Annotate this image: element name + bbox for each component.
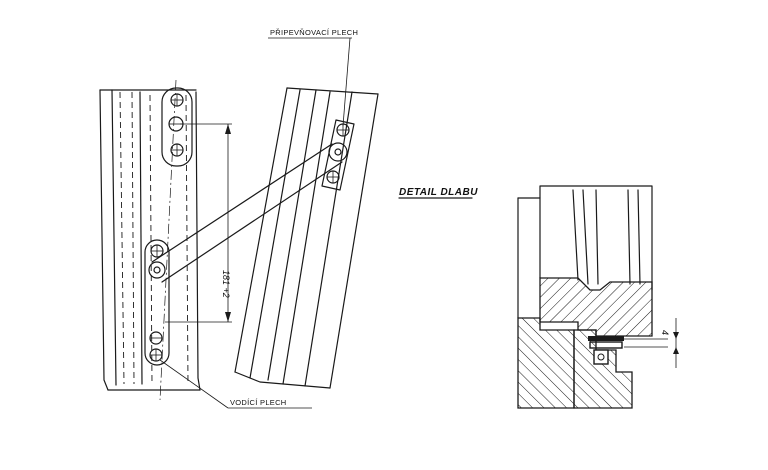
fixing-plate-label: PŘIPEVŇOVACÍ PLECH bbox=[270, 28, 358, 37]
detail-section bbox=[517, 185, 679, 409]
fixed-frame-profile bbox=[99, 79, 201, 401]
guide-plate bbox=[144, 239, 170, 366]
main-dimension bbox=[165, 123, 232, 323]
stay-arm bbox=[151, 142, 348, 283]
upper-screw-group bbox=[161, 87, 193, 167]
sash-profile bbox=[234, 87, 379, 389]
dimension-main-label: 181 +2 bbox=[221, 270, 231, 298]
detail-title: DETAIL DLABU bbox=[399, 187, 478, 198]
guide-plate-leader bbox=[159, 359, 312, 409]
fixing-plate-leader bbox=[268, 37, 352, 127]
dimension-detail-label: 4 bbox=[660, 330, 670, 335]
guide-plate-label: VODÍCÍ PLECH bbox=[230, 398, 287, 407]
